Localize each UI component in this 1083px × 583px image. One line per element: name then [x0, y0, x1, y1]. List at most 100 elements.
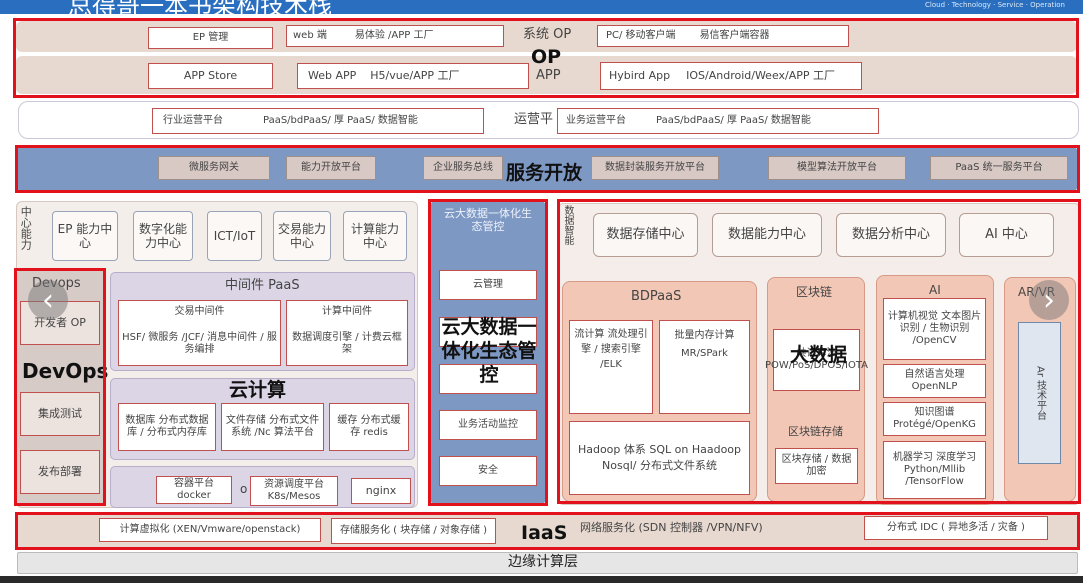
data-vertical-label: 数据智能 — [562, 205, 573, 245]
storage-service-box: 存储服务化 ( 块存储 / 对象存储 ) — [331, 518, 496, 544]
iaas-big-label: IaaS — [521, 522, 568, 544]
web-end-box: web 端 易体验 /APP 工厂 — [286, 25, 504, 47]
next-slide-button[interactable]: › — [1029, 280, 1069, 320]
edge-panel — [17, 552, 1078, 574]
capability-vertical-label: 中心能力 — [19, 206, 33, 250]
devops-deploy-label: 发布部署 — [38, 465, 82, 479]
data-center-item: AI 中心 — [959, 213, 1054, 257]
h5-label: H5/vue/APP 工厂 — [370, 69, 460, 83]
capability-item: EP 能力中心 — [52, 211, 118, 261]
page-title: 总得哥一本书架构技术栈 — [68, 0, 332, 20]
file-box: 文件存储 分布式文件系统 /Nc 算法平台 — [221, 403, 324, 451]
service-open-item: 微服务网关 — [158, 156, 270, 180]
prev-slide-button[interactable]: ‹ — [28, 280, 68, 320]
data-center-item: 数据存储中心 — [593, 213, 698, 257]
cloud-compute-big-label: 云计算 — [229, 379, 287, 401]
capability-item: ICT/IoT — [207, 211, 262, 261]
devops-test-label: 集成测试 — [38, 407, 82, 421]
trade-mw-box: 交易中间件 HSF/ 微服务 /JCF/ 消息中间件 / 服务编排 — [118, 300, 281, 366]
ml-box: 机器学习 深度学习 Python/Mllib /TensorFlow — [883, 441, 986, 499]
app-label: APP — [536, 68, 561, 83]
blockchain-title: 区块链 — [796, 285, 833, 299]
web-app-box: Web APP H5/vue/APP 工厂 — [297, 63, 529, 89]
nlp-label: 自然语言处理 OpenNLP — [904, 369, 965, 392]
native-label: IOS/Android/Weex/APP 工厂 — [686, 69, 836, 83]
chevron-right-icon: › — [1043, 282, 1055, 318]
nginx-box: nginx — [351, 478, 411, 504]
file-label: 文件存储 分布式文件系统 /Nc 算法平台 — [225, 415, 320, 438]
activity-monitor-label: 业务活动监控 — [458, 419, 518, 430]
idc-label: 分布式 IDC ( 异地多活 / 灾备 ) — [887, 522, 1025, 533]
hybird-label: Hybird App — [609, 69, 671, 83]
data-center-item: 数据分析中心 — [836, 213, 946, 257]
bigdata-eco-big-label: 云大数据一体化生态管控 — [441, 316, 537, 386]
web-app-label: Web APP — [308, 69, 357, 83]
container-label: 容器平台 docker — [174, 478, 214, 501]
industry-box: 行业运营平台 PaaS/bdPaaS/ 厚 PaaS/ 数据智能 — [152, 108, 484, 134]
trade-mw-text: HSF/ 微服务 /JCF/ 消息中间件 / 服务编排 — [122, 332, 277, 355]
network-service-label: 网络服务化 (SDN 控制器 /VPN/NFV) — [580, 521, 763, 534]
consensus-label: 共识算法 POW/PoS/DPOS/IOTA — [765, 348, 868, 371]
compute-virt-label: 计算虚拟化 (XEN/Vmware/openstack) — [119, 524, 301, 535]
idc-box: 分布式 IDC ( 异地多活 / 灾备 ) — [864, 516, 1048, 540]
edge-label: 边缘计算层 — [508, 554, 578, 570]
storage-service-label: 存储服务化 ( 块存储 / 对象存储 ) — [339, 525, 488, 536]
batch-label: 批量内存计算 MR/SPark — [674, 330, 735, 359]
paas2-label: PaaS/bdPaaS/ 厚 PaaS/ 数据智能 — [656, 115, 811, 126]
yunying-label: 运营平 — [514, 112, 554, 127]
ep-manage-box: EP 管理 — [148, 27, 273, 49]
ep-manage-label: EP 管理 — [192, 32, 229, 43]
middleware-title: 中间件 PaaS — [225, 278, 300, 293]
header-subtitle: Cloud · Technology · Service · Operation — [925, 1, 1065, 9]
db-label: 数据库 分布式数据库 / 分布式内存库 — [125, 415, 209, 438]
business-box: 业务运营平台 PaaS/bdPaaS/ 厚 PaaS/ 数据智能 — [557, 108, 879, 134]
paas1-label: PaaS/bdPaaS/ 厚 PaaS/ 数据智能 — [263, 115, 418, 126]
cache-box: 缓存 分布式缓存 redis — [329, 403, 409, 451]
service-open-item: 企业服务总线 — [423, 156, 503, 180]
service-open-item: 数据封装服务开放平台 — [591, 156, 719, 180]
web-end-label: web 端 — [293, 30, 327, 41]
ai-title: AI — [929, 283, 941, 297]
stream-label: 流计算 流处理引擎 / 搜索引擎 /ELK — [574, 329, 648, 370]
bigdata-eco-title: 云大数据一体化生态管控 — [444, 207, 532, 234]
capability-item: 计算能力中心 — [343, 211, 407, 261]
nlp-box: 自然语言处理 OpenNLP — [883, 364, 986, 398]
block-storage-label: 区块存储 / 数据加密 — [781, 454, 852, 477]
hadoop-box: Hadoop 体系 SQL on Haadoop Nosql/ 分布式文件系统 — [569, 421, 750, 495]
block-storage-box: 区块存储 / 数据加密 — [775, 448, 858, 484]
kg-box: 知识图谱 Protégé/OpenKG — [883, 402, 986, 436]
devops-deploy-box: 发布部署 — [20, 450, 100, 494]
cloud-manage-box: 云管理 — [439, 270, 537, 300]
blockchain-storage-title: 区块链存储 — [788, 425, 843, 438]
container-box: 容器平台 docker — [156, 476, 232, 504]
stream-box: 流计算 流处理引擎 / 搜索引擎 /ELK — [569, 320, 653, 414]
experience-label: 易体验 /APP 工厂 — [354, 30, 434, 41]
ml-label: 机器学习 深度学习 Python/Mllib /TensorFlow — [892, 452, 977, 487]
cache-label: 缓存 分布式缓存 redis — [337, 415, 401, 438]
yixin-label: 易信客户端容器 — [699, 30, 770, 41]
app-store-box: APP Store — [148, 63, 273, 89]
cv-box: 计算机视觉 文本图片识别 / 生物识别 /OpenCV — [883, 298, 986, 360]
security-box: 安全 — [439, 456, 537, 486]
security-label: 安全 — [478, 465, 498, 476]
devops-test-box: 集成测试 — [20, 392, 100, 436]
db-box: 数据库 分布式数据库 / 分布式内存库 — [118, 403, 216, 451]
trade-mw-title: 交易中间件 — [174, 306, 225, 317]
service-open-item: 能力开放平台 — [286, 156, 376, 180]
service-open-item: PaaS 统一服务平台 — [930, 156, 1068, 180]
activity-monitor-box: 业务活动监控 — [439, 410, 537, 440]
placeholder-box-1 — [439, 317, 537, 347]
kg-label: 知识图谱 Protégé/OpenKG — [893, 407, 976, 430]
bdpaas-title: BDPaaS — [631, 289, 682, 304]
ar-platform-label: Ar 技术平台 — [1034, 365, 1046, 421]
compute-mw-box: 计算中间件 数据调度引擎 / 计费云框架 — [286, 300, 408, 366]
pc-mobile-label: PC/ 移动客户端 — [606, 30, 676, 41]
industry-label: 行业运营平台 — [163, 115, 223, 126]
service-open-big-label: 服务开放 — [506, 162, 583, 184]
chevron-left-icon: ‹ — [42, 282, 54, 318]
data-big-label: 大数据 — [790, 344, 848, 366]
pc-mobile-box: PC/ 移动客户端 易信客户端容器 — [597, 25, 849, 47]
bottom-bar — [0, 576, 1083, 583]
app-store-label: APP Store — [183, 69, 238, 83]
capability-item: 交易能力中心 — [273, 211, 331, 261]
